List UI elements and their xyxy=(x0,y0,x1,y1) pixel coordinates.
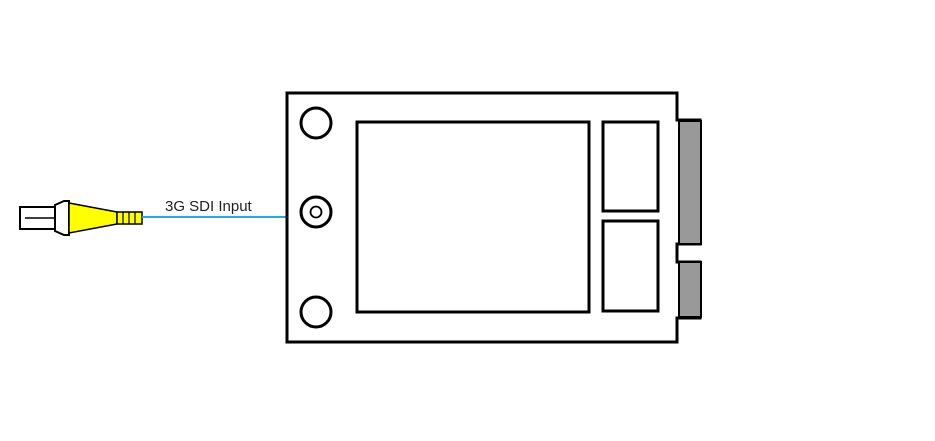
connector-ferrule xyxy=(54,200,70,236)
main-chip xyxy=(355,120,591,314)
edge-contacts-upper xyxy=(678,120,702,245)
connector-strain-relief xyxy=(68,202,118,234)
mini-pcie-card-icon xyxy=(285,91,702,344)
edge-contacts-lower xyxy=(678,261,702,318)
sdi-input-jack-icon xyxy=(299,195,333,229)
input-label: 3G SDI Input xyxy=(165,198,253,215)
bnc-connector-icon xyxy=(19,200,143,236)
mounting-hole-top xyxy=(299,106,333,140)
component-lower xyxy=(601,219,660,313)
mounting-hole-bottom xyxy=(299,295,333,329)
component-upper xyxy=(601,120,660,213)
